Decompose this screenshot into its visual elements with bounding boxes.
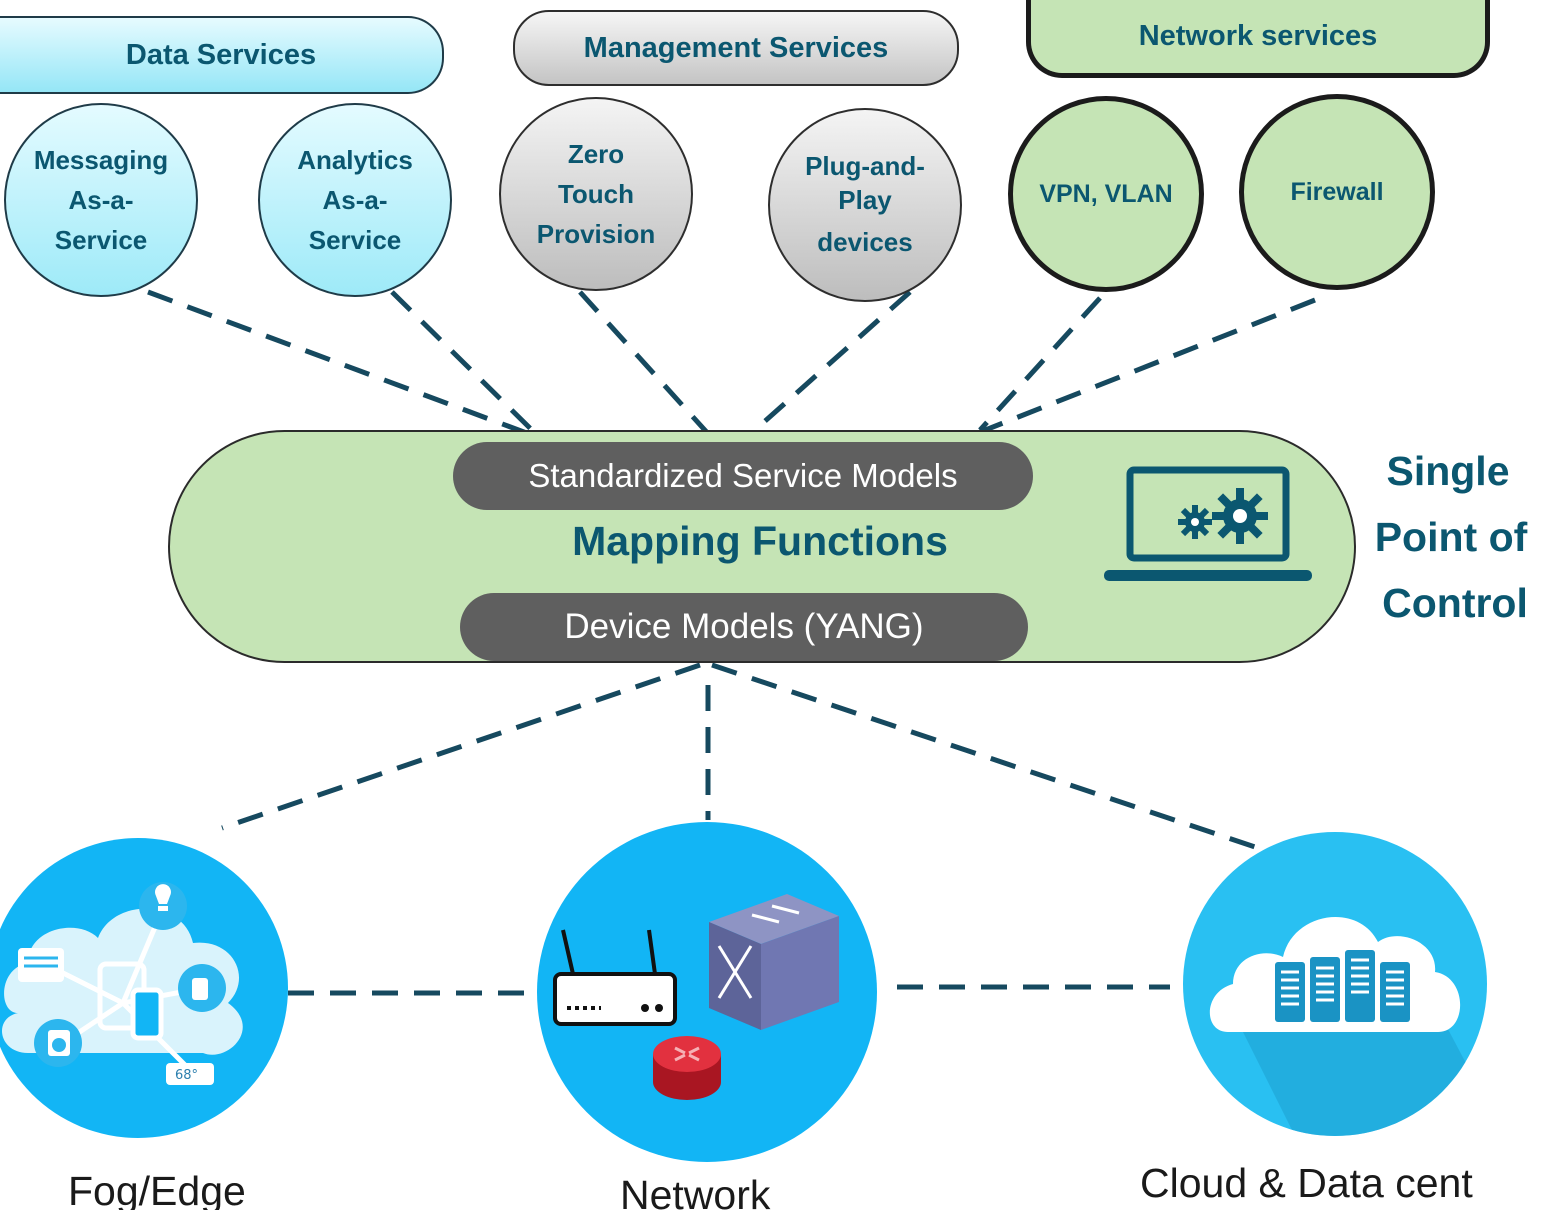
connector-analytics — [390, 290, 542, 440]
connector-vpn — [978, 296, 1102, 432]
zero-touch-provision-circle: Zero Touch Provision — [499, 97, 693, 291]
analytics-line-3: Service — [308, 225, 402, 256]
messaging-line-3: Service — [54, 225, 148, 256]
service-models-pill: Standardized Service Models — [453, 442, 1033, 510]
router-icon — [653, 1036, 721, 1100]
plug-and-play-line-3: devices — [817, 226, 913, 257]
laptop-gears-icon — [1104, 466, 1312, 581]
connector-cloud — [711, 662, 1259, 851]
control-line-1: Single — [1386, 448, 1510, 494]
management-services-group: Management Services — [513, 10, 959, 86]
messaging-line-2: As-a- — [68, 184, 134, 215]
zero-touch-line-3: Provision — [536, 219, 656, 250]
device-models-pill: Device Models (YANG) — [460, 593, 1028, 661]
messaging-line-1: Messaging — [33, 144, 169, 175]
fog-edge-caption: Fog/Edge — [68, 1168, 246, 1210]
analytics-line-1: Analytics — [297, 144, 413, 175]
fog-edge-circle: 68° — [0, 838, 288, 1138]
management-services-label: Management Services — [583, 31, 889, 64]
data-services-group: Data Services — [0, 16, 444, 94]
control-line-3: Control — [1382, 580, 1528, 626]
cloud-servers-illustration — [1209, 916, 1487, 1136]
vpn-vlan-label: VPN, VLAN — [1039, 179, 1173, 208]
analytics-line-2: As-a- — [322, 184, 388, 215]
device-models-label: Device Models (YANG) — [564, 607, 924, 646]
mapping-functions-title: Mapping Functions — [572, 518, 948, 564]
firewall-label: Firewall — [1290, 177, 1384, 206]
cloud-datacenter-circle — [1183, 832, 1487, 1136]
connector-zero-touch — [578, 290, 714, 440]
service-models-label: Standardized Service Models — [528, 457, 958, 494]
network-services-group: Network services — [1026, 0, 1490, 78]
connector-plug-and-play — [753, 290, 912, 432]
plug-and-play-line-1: Plug-and- — [805, 151, 925, 182]
control-line-2: Point of — [1374, 514, 1528, 560]
connector-fog — [221, 662, 701, 831]
network-devices-illustration — [553, 894, 839, 1100]
switch-icon — [709, 894, 839, 1030]
firewall-circle: Firewall — [1239, 94, 1435, 290]
network-services-label: Network services — [1138, 20, 1378, 52]
plug-and-play-circle: Plug-and- Play devices — [768, 108, 962, 302]
zero-touch-line-2: Touch — [557, 178, 635, 209]
thermostat-reading: 68° — [175, 1068, 198, 1083]
zero-touch-line-1: Zero — [567, 138, 625, 169]
cloud-caption: Cloud & Data cent — [1140, 1160, 1473, 1206]
messaging-service-circle: Messaging As-a- Service — [4, 103, 198, 297]
plug-and-play-line-2: Play — [838, 185, 892, 216]
network-circle — [537, 822, 877, 1162]
vpn-vlan-circle: VPN, VLAN — [1008, 96, 1204, 292]
network-caption: Network — [620, 1172, 771, 1210]
connector-messaging — [147, 289, 541, 441]
data-services-label: Data Services — [125, 38, 317, 71]
wifi-router-icon — [553, 929, 677, 1026]
thermostat-icon — [166, 1063, 214, 1085]
phone-icon — [130, 987, 164, 1041]
connector-firewall — [964, 297, 1316, 441]
analytics-service-circle: Analytics As-a- Service — [258, 103, 452, 297]
single-point-of-control: Single Point of Control — [1352, 438, 1550, 636]
fog-edge-illustration: 68° — [1, 882, 243, 1085]
